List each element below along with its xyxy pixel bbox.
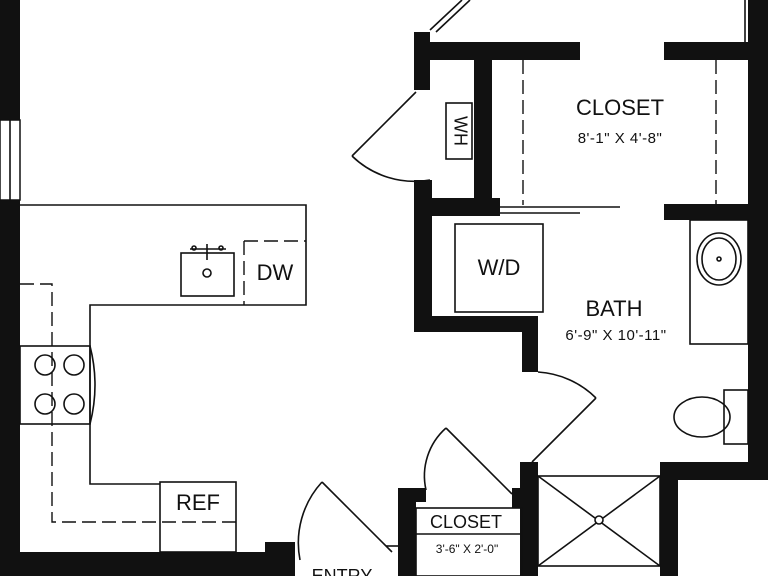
- closet-main-label: CLOSET: [576, 95, 664, 120]
- refrigerator: REF: [159, 481, 237, 553]
- water-heater-label: WH: [450, 116, 470, 146]
- wall-left-upper: [0, 0, 20, 120]
- kitchen-counter: [20, 204, 307, 485]
- kitchen: DW REF: [19, 204, 307, 553]
- bath-sink: [696, 232, 742, 286]
- refrigerator-label: REF: [176, 490, 220, 515]
- wall-small-closet-right: [512, 488, 526, 508]
- wall-wh-left: [414, 32, 430, 90]
- closet-small: CLOSET 3'-6" X 2'-0": [415, 507, 523, 576]
- wall-right-top: [748, 0, 768, 470]
- wall-bath-right-bottom: [660, 462, 678, 576]
- door-bath[interactable]: [531, 371, 597, 463]
- kitchen-range: [19, 345, 96, 425]
- entry-label: ENTRY: [312, 566, 373, 576]
- closet-small-dimensions: 3'-6" X 2'-0": [436, 542, 498, 556]
- bath-toilet: [673, 389, 749, 445]
- wall-closet-bottom-right: [664, 204, 768, 220]
- door-closet-small[interactable]: [423, 427, 513, 495]
- closet-main: CLOSET 8'-1" X 4'-8": [500, 60, 717, 214]
- wall-wd-bottom: [414, 316, 538, 332]
- wall-small-closet-top-left: [398, 488, 426, 502]
- kitchen-sink: [180, 244, 235, 297]
- wall-top-angled: [429, 0, 463, 31]
- bath-label: BATH: [585, 296, 642, 321]
- bath-vanity: [689, 219, 749, 345]
- wall-closet-top-left: [414, 42, 580, 60]
- bath-dimensions: 6'-9" X 10'-11": [565, 327, 666, 344]
- washer-dryer-label: W/D: [478, 255, 521, 280]
- wall-bottom-left: [0, 552, 290, 576]
- bath-shower: [537, 475, 661, 567]
- door-entry[interactable]: [321, 481, 393, 553]
- wall-closet-top-right: [664, 42, 768, 60]
- wall-top-angled-2: [435, 0, 471, 33]
- dishwasher-label: DW: [257, 260, 294, 285]
- entry: ENTRY: [297, 481, 398, 576]
- dishwasher: DW: [243, 240, 306, 305]
- kitchen-upper-cabinets: [20, 283, 236, 523]
- window-left: [0, 119, 21, 201]
- wall-bottom-entry-jamb: [265, 542, 295, 576]
- bath: BATH 6'-9" X 10'-11": [537, 219, 749, 567]
- wall-wd-bottom-drop: [522, 316, 538, 372]
- wall-bath-bottom-right: [660, 462, 768, 480]
- washer-dryer: W/D: [454, 223, 544, 313]
- wall-wh-right: [474, 42, 492, 210]
- wall-left-lower: [0, 200, 20, 552]
- wall-small-closet-left: [398, 488, 416, 576]
- wall-wh-bottom: [414, 198, 500, 216]
- door-wh[interactable]: [351, 91, 431, 183]
- closet-main-dimensions: 8'-1" X 4'-8": [578, 130, 663, 147]
- wall-center-vertical: [414, 180, 432, 332]
- closet-small-label: CLOSET: [430, 512, 502, 532]
- water-heater: WH: [445, 102, 473, 160]
